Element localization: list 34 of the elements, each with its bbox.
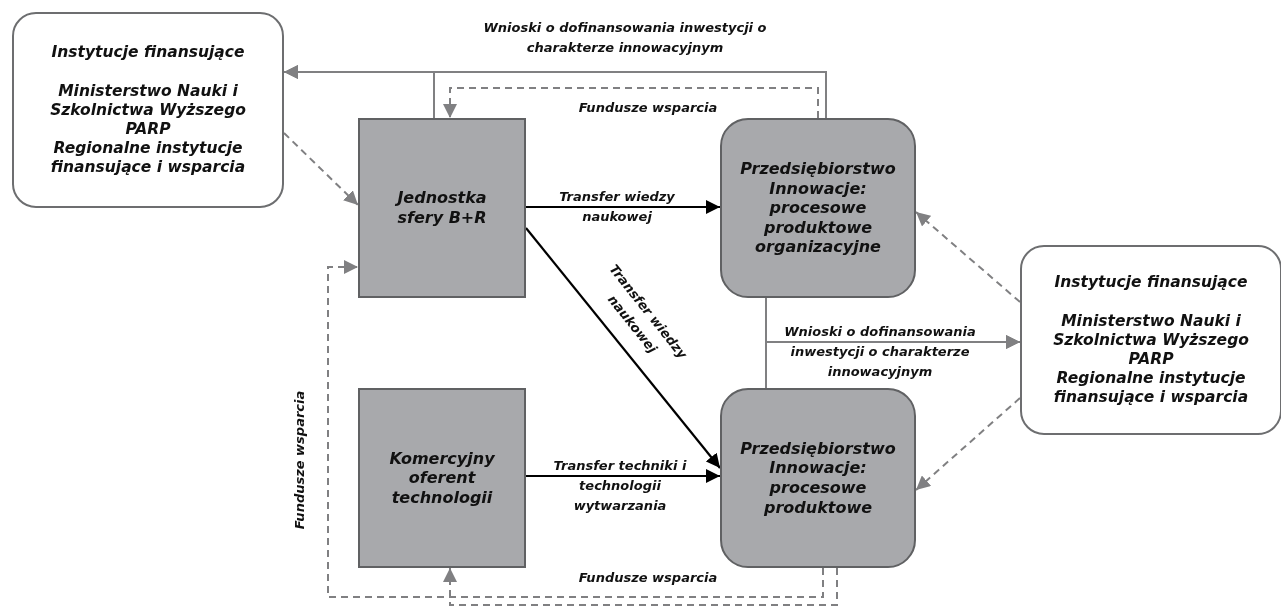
node-text: Przedsiębiorstwo xyxy=(740,438,896,459)
node-text: Innowacje: procesowe produktowe organizacyjne xyxy=(754,178,882,257)
heading: Instytucje finansujące xyxy=(1054,273,1248,293)
heading: Instytucje finansujące xyxy=(51,43,245,63)
edge-label: Transfer wiedzy naukowej xyxy=(558,188,676,226)
node-text: PARP xyxy=(1128,350,1174,369)
edge-label: Wnioski o dofinansowania inwestycji o charakterze innowacyjnym xyxy=(783,323,977,381)
arrow xyxy=(915,397,1021,491)
process-box xyxy=(358,118,526,298)
node-text: Innowacje: procesowe produktowe xyxy=(762,458,874,518)
arrow xyxy=(765,335,1021,389)
process-box xyxy=(720,118,916,298)
node-text: Ministerstwo Nauki i Szkolnictwa Wyższego xyxy=(1052,312,1250,350)
node-text: Przedsiębiorstwo xyxy=(740,159,896,179)
arrow xyxy=(915,211,1021,303)
arrow xyxy=(283,65,435,119)
process-box xyxy=(358,388,526,568)
institution-box xyxy=(1020,245,1281,435)
edge-label: Transfer techniki i technologii wytwarzania xyxy=(552,457,688,515)
arrow xyxy=(443,87,819,119)
node-text: Ministerstwo Nauki i Szkolnictwa Wyższego xyxy=(49,82,247,120)
institution-box xyxy=(12,12,284,208)
node-text: Regionalne instytucje finansujące i wsparcia xyxy=(49,138,247,177)
arrow xyxy=(443,567,838,606)
arrow xyxy=(526,200,720,214)
node-text: Jednostka sfery B+R xyxy=(394,188,488,228)
arrow xyxy=(525,227,721,469)
process-box xyxy=(720,388,916,568)
node-text: Komercyjny oferent technologii xyxy=(388,448,496,508)
arrow xyxy=(283,132,359,206)
arrow xyxy=(526,469,720,483)
arrow xyxy=(327,260,824,598)
node-text: PARP xyxy=(125,120,171,139)
node-text: Regionalne instytucje finansujące i wsparcia xyxy=(1052,368,1250,407)
